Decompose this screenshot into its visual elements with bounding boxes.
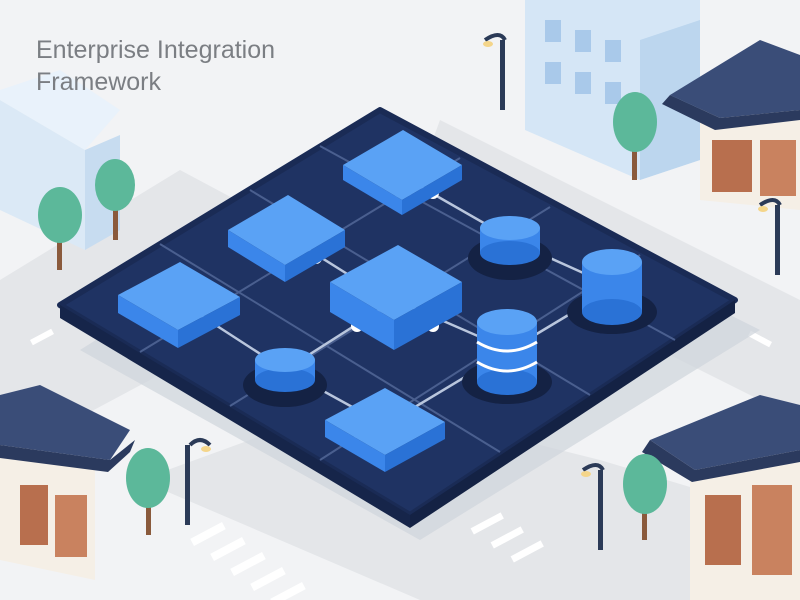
tree — [95, 159, 135, 240]
service-box — [228, 195, 345, 282]
service-box — [325, 388, 445, 472]
database-stack — [462, 309, 552, 404]
database-cylinder — [567, 249, 657, 334]
title-line-2: Framework — [36, 68, 162, 96]
street-lamps — [185, 33, 782, 550]
service-box — [343, 130, 462, 215]
glass-building-right — [525, 0, 700, 180]
service-boxes — [118, 130, 462, 472]
hanok-house-bottom-right — [642, 395, 800, 600]
queue-cylinder — [243, 348, 327, 407]
street-lamp — [758, 198, 782, 275]
tree — [613, 92, 657, 180]
service-box — [118, 262, 240, 348]
street-lamp — [483, 33, 507, 110]
title-line-1: Enterprise Integration — [36, 36, 276, 64]
page-title: Enterprise Integration Framework — [36, 34, 366, 98]
service-cylinders — [243, 216, 657, 407]
service-box-central — [330, 245, 462, 350]
street-lamp — [185, 438, 212, 525]
hanok-house-bottom-left — [0, 385, 135, 580]
trees — [38, 92, 667, 540]
queue-cylinder — [468, 216, 552, 280]
crosswalk-right — [470, 512, 544, 563]
tree — [623, 454, 667, 540]
tree — [126, 448, 170, 535]
hanok-house-top-right — [662, 40, 800, 210]
street-lamp — [581, 463, 605, 550]
tree — [38, 187, 82, 270]
